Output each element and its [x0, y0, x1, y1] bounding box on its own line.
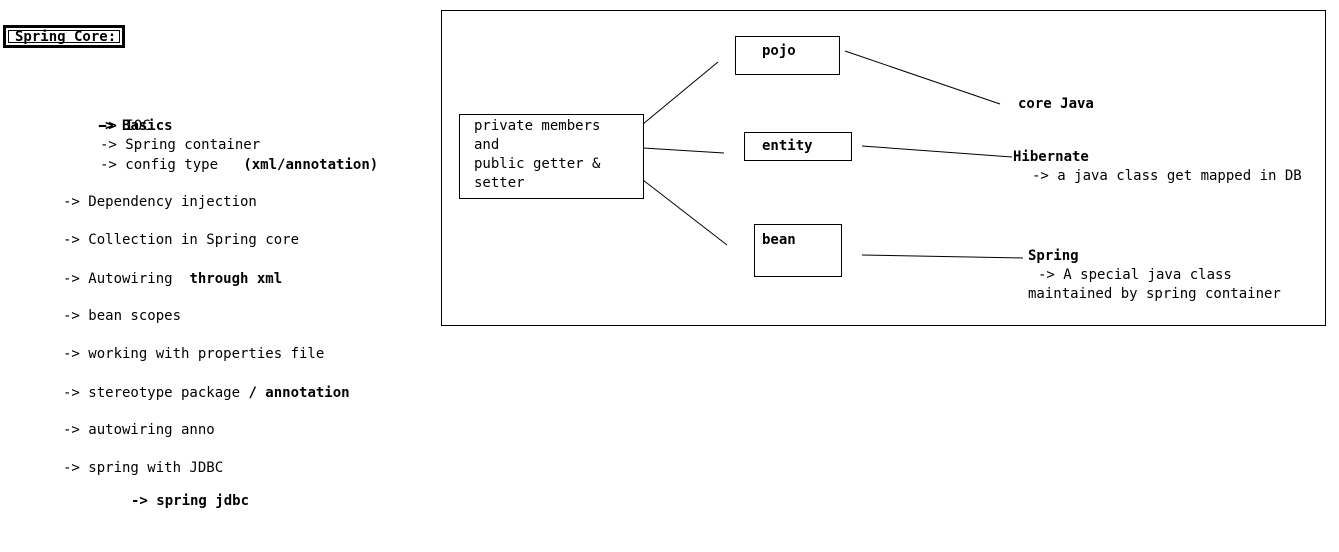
outline-basics-arrow: -> [96, 118, 114, 134]
source-class-box [459, 114, 644, 199]
outline-stereotype-annotation: / annotation [248, 385, 350, 401]
target-spring-desc-2: maintained by spring container [1028, 286, 1281, 302]
outline-ioc-arrow: -> [100, 118, 117, 134]
outline-basics-label: Basics [122, 118, 173, 134]
outline-basics-container: -> Spring container [100, 137, 261, 153]
pojo-node [735, 36, 840, 75]
outline-basics-config: -> config type (xml/annotation) [100, 156, 378, 175]
outline-collection: -> Collection in Spring core [63, 232, 300, 248]
outline-config-types: (xml/annotation) [243, 157, 379, 173]
outline-autowiring-xml: through xml [189, 271, 283, 287]
title-box [3, 25, 125, 48]
outline-dependency-injection: -> Dependency injection [63, 194, 257, 210]
title-box-inner-border [8, 30, 120, 43]
outline-properties-file: -> working with properties file [63, 346, 325, 362]
outline-spring-jdbc-parent: -> spring with JDBC [63, 460, 224, 476]
outline-bean-scopes: -> bean scopes [63, 308, 182, 324]
bean-node [754, 224, 842, 277]
target-spring-desc-1: -> A special java class [1038, 267, 1232, 283]
outline-spring-jdbc-child: -> spring jdbc [131, 493, 250, 509]
bean-node-label: bean [762, 232, 796, 248]
outline-autowiring-anno: -> autowiring anno [63, 422, 215, 438]
source-line-2: and [474, 137, 500, 153]
diagram-frame [441, 10, 1326, 326]
outline-ioc-label: IOC [125, 118, 151, 134]
source-line-3: public getter & [474, 156, 601, 172]
page-title: Spring Core: [15, 29, 117, 45]
outline-basics-ioc: -> IOC [100, 117, 151, 136]
outline-config-label: -> config type [100, 157, 219, 173]
target-hibernate-desc: -> a java class get mapped in DB [1032, 168, 1302, 184]
outline-basics: -> Basics [63, 98, 173, 155]
target-hibernate: Hibernate [1013, 149, 1089, 165]
target-spring: Spring [1028, 248, 1079, 264]
outline-stereotype: -> stereotype package / annotation [63, 384, 350, 403]
entity-node-label: entity [762, 138, 813, 154]
outline-autowiring: -> Autowiring through xml [63, 270, 282, 289]
outline-autowiring-label: -> Autowiring [63, 271, 173, 287]
target-core-java: core Java [1018, 96, 1094, 112]
pojo-node-label: pojo [762, 43, 796, 59]
outline-stereotype-label: -> stereotype package [63, 385, 241, 401]
source-line-4: setter [474, 175, 525, 191]
source-line-1: private members [474, 118, 601, 134]
entity-node [744, 132, 852, 161]
